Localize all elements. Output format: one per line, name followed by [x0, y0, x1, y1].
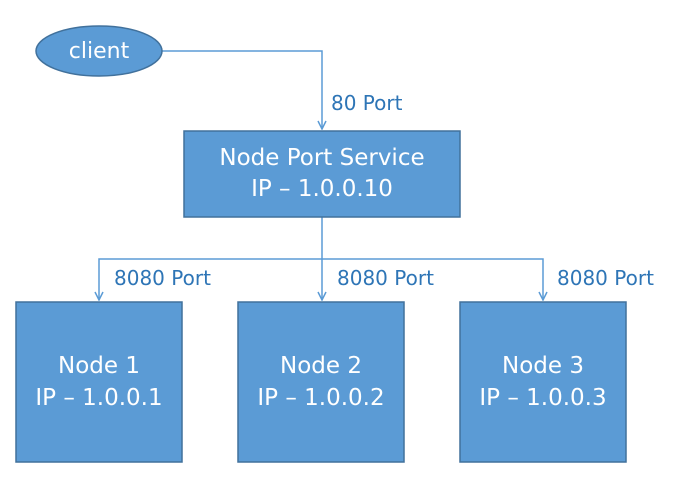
port-label-node-2: 8080 Port [337, 266, 434, 290]
client-ellipse [35, 25, 163, 77]
connector-client-to-service [162, 50, 322, 129]
port-label-node-3: 8080 Port [557, 266, 654, 290]
service-box [183, 130, 461, 218]
node-box-1 [15, 301, 183, 463]
connector-service-to-node1 [99, 258, 322, 300]
node-box-3 [459, 301, 627, 463]
port-label-node-1: 8080 Port [114, 266, 211, 290]
connector-service-to-node3 [322, 258, 543, 300]
node-box-2 [237, 301, 405, 463]
port-label-client-to-service: 80 Port [331, 91, 403, 115]
